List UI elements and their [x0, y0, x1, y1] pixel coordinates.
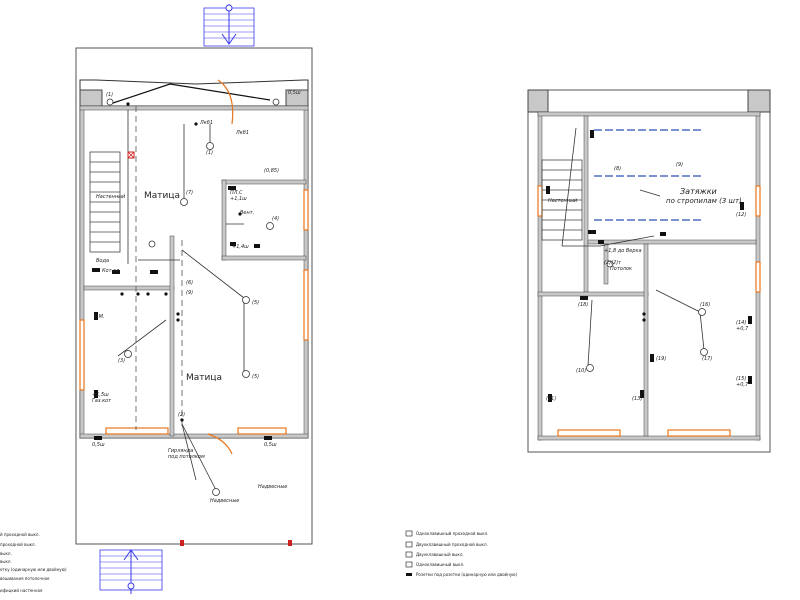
- legend-left-item: етку (одинарную или двойную): [0, 567, 67, 572]
- legend-right-item: Двухклавишный проходной выкл.: [416, 542, 488, 547]
- label-n2: (2)(2)т: [604, 260, 622, 266]
- dim-6: (6): [186, 280, 193, 286]
- dim-r8: (8): [614, 166, 621, 172]
- left-floor-plan: Матица Матица Лкб1 Настенный Вент. Гирля…: [75, 4, 313, 594]
- h-15: +1,5ш: [92, 392, 109, 398]
- legend-left-item: ифицкий настенная: [0, 588, 43, 593]
- h-05: 0,5ш: [92, 442, 105, 448]
- label-gaz-kot: Газ.кот: [92, 398, 112, 404]
- legend-left-item: й проходной выкл.: [0, 532, 40, 537]
- dim-3: (3): [118, 358, 125, 364]
- legend-right-item: Одноклавишный выкл.: [416, 562, 464, 567]
- label-verh: +1,8 до Верха: [604, 248, 642, 254]
- north-arrow-bottom: [99, 549, 163, 594]
- dim-top-right: 0,5ш: [288, 90, 301, 96]
- label-nadvesnye-1: Надвесные: [210, 498, 239, 504]
- dim-top-left: (1): [106, 92, 113, 98]
- h-05b: 0,5ш: [264, 442, 277, 448]
- label-potolok: Потолок: [610, 266, 632, 272]
- right-floor-plan: Затяжки по стропилам (3 шт) Настенный По…: [527, 89, 771, 453]
- label-nastenniy: Настенный: [96, 194, 126, 200]
- legend-left: й проходной выкл. проходной выкл. выкл. …: [0, 532, 67, 593]
- dim-r12: (12): [736, 212, 746, 218]
- dim-4: (4): [272, 216, 279, 222]
- north-arrow-top: [203, 4, 255, 47]
- legend-left-item: выкл.: [0, 551, 12, 556]
- dim-r11: (11): [546, 396, 556, 402]
- dim-1: (1): [206, 150, 213, 156]
- label-lkb1: Лкб1: [235, 130, 249, 136]
- dim-r19: (19): [656, 356, 666, 362]
- label-kot: Кот.эл: [102, 268, 120, 274]
- dim-r18: (18): [578, 302, 588, 308]
- legend-right-item: Одноклавишный проходной выкл.: [416, 531, 489, 536]
- h-07a: +0,7: [736, 326, 749, 332]
- legend-right-item: Двухклавишный выкл.: [416, 552, 464, 557]
- label-lkb-top: Лкб1: [199, 120, 213, 126]
- label-voda: Вода: [96, 258, 109, 264]
- label-plm: ПЛ.С: [230, 190, 243, 196]
- label-zatyazhki-2: по стропилам (3 шт): [666, 197, 742, 205]
- legend-right: Одноклавишный проходной выкл. Двухклавиш…: [405, 530, 518, 577]
- label-matica-1: Матица: [144, 191, 180, 201]
- label-nadvesnye-2: Надвесные: [258, 484, 287, 490]
- dim-r15: (15): [736, 376, 746, 382]
- legend-right-item: Розетки под розетки (одинарную или двойн…: [416, 572, 518, 577]
- h-07b: +0,7: [736, 382, 749, 388]
- label-l: +1,1ш: [230, 196, 247, 202]
- label-vent: Вент.: [240, 210, 254, 216]
- dim-5: (5): [252, 300, 259, 306]
- legend-left-item: вешивания потолочное: [0, 576, 50, 581]
- dim-5b: (5): [252, 374, 259, 380]
- dim-9: (9): [186, 290, 193, 296]
- h-085: (0,85): [264, 168, 279, 174]
- staircase-upper: [541, 159, 583, 241]
- dim-r13: (13): [632, 396, 642, 402]
- dim-r14: (14): [736, 320, 746, 326]
- legend-left-item: проходной выкл.: [0, 542, 36, 547]
- dim-r17: (17): [702, 356, 712, 362]
- label-nastenniy-upper: Настенный: [548, 198, 578, 204]
- dim-r9: (9): [676, 162, 683, 168]
- label-zatyazhki-1: Затяжки: [680, 187, 717, 196]
- label-girlyanda: Гирлянда: [168, 448, 193, 454]
- label-matica-2: Матица: [186, 373, 222, 383]
- dim-2: (2): [178, 412, 185, 418]
- legend-left-item: выкл.: [0, 559, 12, 564]
- dim-7: (7): [186, 190, 193, 196]
- label-tm: Т.М.: [94, 314, 105, 320]
- staircase: [89, 151, 121, 253]
- h-14: +1,4ш: [232, 244, 249, 250]
- dim-r10: (10): [576, 368, 586, 374]
- dim-r16: (16): [700, 302, 710, 308]
- label-pod-potolkom: под потолком: [168, 454, 205, 460]
